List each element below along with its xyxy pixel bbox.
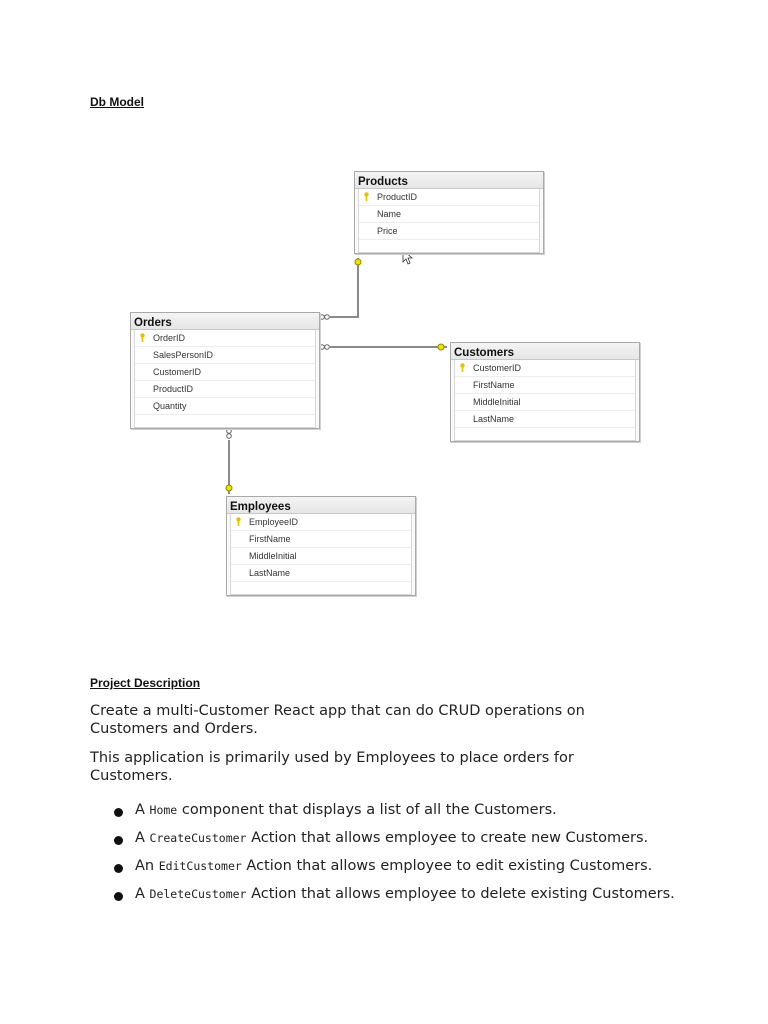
field-name: ProductID xyxy=(377,192,418,202)
item-text: component that displays a list of all th… xyxy=(177,802,557,818)
products-orders-line xyxy=(330,258,359,318)
orders-many-end-products xyxy=(319,314,330,320)
primary-key-icon xyxy=(140,333,145,342)
customers-field-row: MiddleInitial xyxy=(455,394,635,411)
list-item: A CreateCustomer Action that allows empl… xyxy=(90,830,710,848)
item-code: DeleteCustomer xyxy=(149,887,247,901)
field-name: CustomerID xyxy=(473,363,522,373)
field-name: EmployeeID xyxy=(249,517,299,527)
description-paragraph: Create a multi-Customer React app that c… xyxy=(90,703,585,737)
employees-field-row: FirstName xyxy=(231,531,411,548)
item-code: CreateCustomer xyxy=(149,831,247,845)
field-name: FirstName xyxy=(249,534,291,544)
empty-row xyxy=(359,240,539,252)
field-name: Price xyxy=(377,226,398,236)
bullet-icon xyxy=(114,864,123,873)
orders-field-row: Quantity xyxy=(135,398,315,415)
orders-many-end-employees xyxy=(226,428,232,439)
db-model-heading: Db Model xyxy=(90,95,144,109)
field-name: SalesPersonID xyxy=(153,350,214,360)
field-name: MiddleInitial xyxy=(473,397,521,407)
field-name: MiddleInitial xyxy=(249,551,297,561)
orders-field-row: OrderID xyxy=(135,330,315,347)
employees-field-row: LastName xyxy=(231,565,411,582)
item-code: Home xyxy=(149,803,178,817)
customers-table-title: Customers xyxy=(451,343,639,360)
employees-key-end xyxy=(225,484,233,492)
field-name: LastName xyxy=(249,568,291,578)
bullet-icon xyxy=(114,808,123,817)
item-text: Action that allows employee to delete ex… xyxy=(246,886,675,902)
item-prefix: A xyxy=(135,830,150,846)
field-name: LastName xyxy=(473,414,515,424)
products-field-row: ProductID xyxy=(359,189,539,206)
item-prefix: A xyxy=(135,886,150,902)
products-table[interactable]: Products ProductID Name Price xyxy=(354,171,544,254)
item-code: EditCustomer xyxy=(158,859,242,873)
products-table-title: Products xyxy=(355,172,543,189)
project-description-heading: Project Description xyxy=(90,676,201,690)
description-paragraph: This application is primarily used by Em… xyxy=(90,750,574,784)
field-name: Quantity xyxy=(153,401,187,411)
empty-row xyxy=(135,415,315,427)
customers-field-row: LastName xyxy=(455,411,635,428)
field-name: OrderID xyxy=(153,333,186,343)
bullet-icon xyxy=(114,892,123,901)
products-field-row: Price xyxy=(359,223,539,240)
bullet-icon xyxy=(114,836,123,845)
item-text: Action that allows employee to create ne… xyxy=(246,830,649,846)
customers-table[interactable]: Customers CustomerID FirstName MiddleIni… xyxy=(450,342,640,442)
field-name: ProductID xyxy=(153,384,194,394)
customers-field-row: CustomerID xyxy=(455,360,635,377)
employees-field-row: MiddleInitial xyxy=(231,548,411,565)
customers-key-end xyxy=(437,343,445,351)
orders-many-end-customers xyxy=(319,344,330,350)
item-prefix: A xyxy=(135,802,150,818)
orders-field-row: ProductID xyxy=(135,381,315,398)
primary-key-icon xyxy=(236,517,241,526)
item-text: Action that allows employee to edit exis… xyxy=(241,858,653,874)
orders-field-row: CustomerID xyxy=(135,364,315,381)
primary-key-icon xyxy=(460,363,465,372)
feature-list: A Home component that displays a list of… xyxy=(90,802,710,914)
orders-table[interactable]: Orders OrderID SalesPersonID CustomerID … xyxy=(130,312,320,429)
products-field-row: Name xyxy=(359,206,539,223)
field-name: FirstName xyxy=(473,380,515,390)
employees-table[interactable]: Employees EmployeeID FirstName MiddleIni… xyxy=(226,496,416,596)
item-prefix: An xyxy=(135,858,159,874)
list-item: A Home component that displays a list of… xyxy=(90,802,710,820)
products-key-end xyxy=(354,258,362,266)
customers-field-row: FirstName xyxy=(455,377,635,394)
orders-table-title: Orders xyxy=(131,313,319,330)
field-name: CustomerID xyxy=(153,367,202,377)
employees-field-row: EmployeeID xyxy=(231,514,411,531)
list-item: A DeleteCustomer Action that allows empl… xyxy=(90,886,710,904)
employees-table-title: Employees xyxy=(227,497,415,514)
list-item: An EditCustomer Action that allows emplo… xyxy=(90,858,710,876)
empty-row xyxy=(231,582,411,594)
empty-row xyxy=(455,428,635,440)
orders-field-row: SalesPersonID xyxy=(135,347,315,364)
field-name: Name xyxy=(377,209,402,219)
primary-key-icon xyxy=(364,192,369,201)
